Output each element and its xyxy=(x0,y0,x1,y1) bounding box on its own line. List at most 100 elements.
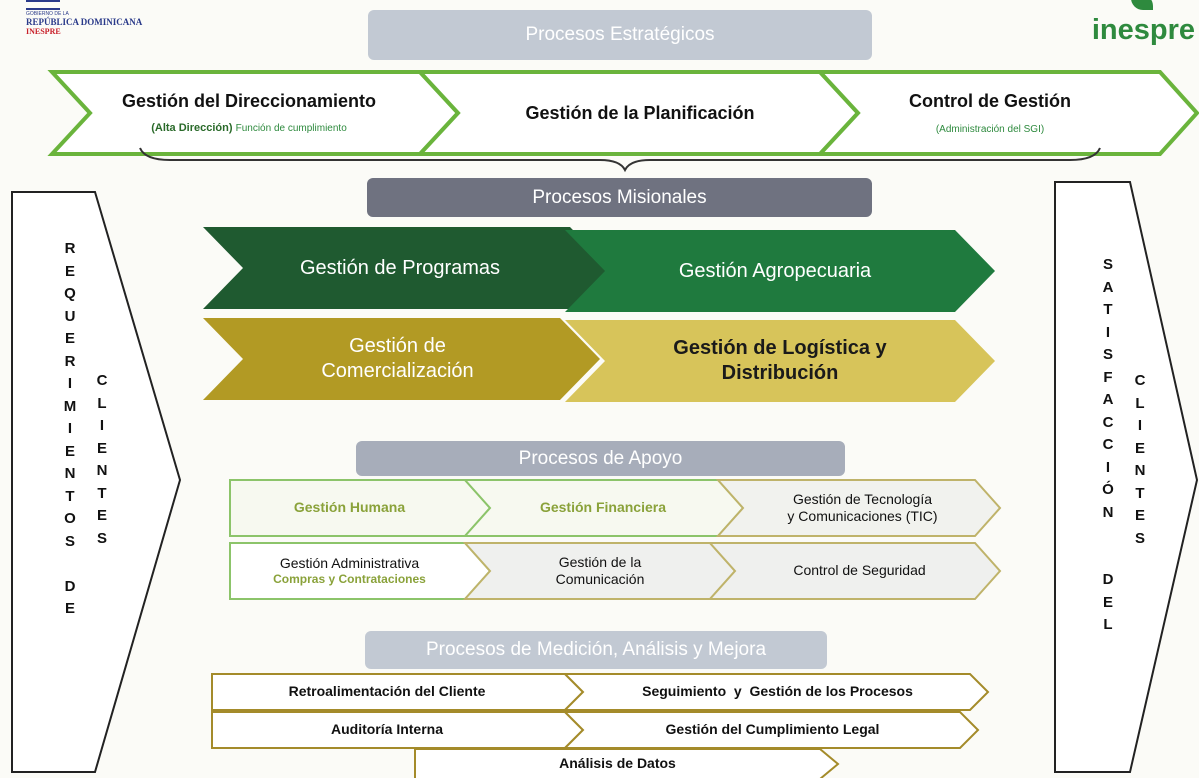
estrategico-2: Gestión de la Planificación xyxy=(460,76,820,150)
right-letter: I xyxy=(1105,323,1111,341)
estrategico-1: Gestión del Direccionamiento (Alta Direc… xyxy=(90,76,408,150)
right-arrow-col2: C L I E N T E S xyxy=(1130,372,1150,552)
left-letter: R xyxy=(64,240,76,257)
right-letter: N xyxy=(1134,462,1146,479)
left-letter: E xyxy=(96,439,107,457)
inespre-logo: inespre xyxy=(1080,0,1195,50)
right-letter xyxy=(1098,526,1118,549)
apoyo-2-line1: Gestión Financiera xyxy=(539,499,667,516)
left-letter: S xyxy=(96,529,107,547)
medicion-3: Auditoría Interna xyxy=(330,721,443,738)
estrategico-1-name: Gestión del Direccionamiento xyxy=(121,90,377,111)
left-letter: N xyxy=(64,465,76,482)
medicion-1: Retroalimentación del Cliente xyxy=(288,683,486,700)
left-big-arrow xyxy=(11,191,182,773)
left-letter: E xyxy=(64,442,75,460)
apoyo-chevron-3 xyxy=(715,479,1002,537)
left-letter: T xyxy=(65,487,75,505)
misionales-title: Procesos Misionales xyxy=(367,178,872,217)
medicion-chevron-4 xyxy=(562,711,980,749)
apoyo-6-line1: Control de Seguridad xyxy=(793,562,926,579)
right-letter: N xyxy=(1102,503,1114,521)
left-arrow-col1: R E Q U E R I M I E N T O S D E xyxy=(60,240,80,623)
right-letter: Ó xyxy=(1102,481,1114,498)
apoyo-5-line2: Comunicación xyxy=(555,571,645,587)
estrategico-chevron-3 xyxy=(815,70,1199,156)
left-letter: T xyxy=(97,484,107,502)
misional-chevron-1 xyxy=(203,227,610,309)
misional-2-line1: Gestión Agropecuaria xyxy=(678,259,872,282)
misional-2: Gestión Agropecuaria xyxy=(600,230,950,312)
medicion-chevron-2 xyxy=(562,673,990,711)
government-logo: GOBIERNO DE LA REPÚBLICA DOMINICANA INES… xyxy=(26,0,206,36)
right-letter: S xyxy=(1102,256,1113,273)
gov-line3: INESPRE xyxy=(26,27,61,36)
gov-line1: GOBIERNO DE LA xyxy=(26,11,69,17)
right-letter: C xyxy=(1134,372,1146,389)
left-letter: D xyxy=(64,577,76,595)
right-big-arrow xyxy=(1054,181,1199,773)
left-letter: M xyxy=(63,397,77,415)
right-letter: I xyxy=(1105,458,1111,476)
left-letter: E xyxy=(96,507,107,524)
left-letter: N xyxy=(96,462,108,479)
inespre-logo-text: inespre xyxy=(1091,14,1195,46)
right-letter: E xyxy=(1134,439,1145,457)
left-letter: C xyxy=(96,372,108,389)
right-letter: T xyxy=(1135,484,1145,502)
left-letter: E xyxy=(64,600,75,617)
apoyo-2: Gestión Financiera xyxy=(488,480,718,536)
right-letter: S xyxy=(1102,346,1113,363)
apoyo-6: Control de Seguridad xyxy=(737,543,982,599)
apoyo-3: Gestión de Tecnología y Comunicaciones (… xyxy=(745,480,980,536)
right-letter: C xyxy=(1102,436,1114,453)
apoyo-4: Gestión Administrativa Compras y Contrat… xyxy=(232,543,467,599)
apoyo-3-line1: Gestión de Tecnología xyxy=(792,490,933,507)
right-letter: C xyxy=(1102,413,1114,431)
right-letter: S xyxy=(1134,529,1145,547)
coat-of-arms-icon xyxy=(26,0,60,10)
apoyo-4-line1: Gestión Administrativa xyxy=(279,554,420,571)
apoyo-5-line1: Gestión de la xyxy=(558,553,642,570)
estrategico-2-name: Gestión de la Planificación xyxy=(525,102,755,123)
estrategico-1-sub-green: Función de cumplimiento xyxy=(235,123,347,135)
right-letter xyxy=(1098,549,1118,572)
left-letter: E xyxy=(64,262,75,280)
medicion-title: Procesos de Medición, Análisis y Mejora xyxy=(365,631,827,669)
right-letter: T xyxy=(1103,301,1113,318)
left-letter: I xyxy=(99,417,105,434)
apoyo-3-line2: y Comunicaciones (TIC) xyxy=(787,508,938,524)
right-letter: L xyxy=(1135,394,1145,412)
left-letter: I xyxy=(67,420,73,437)
right-letter: A xyxy=(1102,278,1114,296)
estrategico-1-sub: (Alta Dirección) Función de cumplimiento xyxy=(151,122,347,136)
apoyo-title: Procesos de Apoyo xyxy=(356,441,845,476)
medicion-4: Gestión del Cumplimiento Legal xyxy=(665,721,880,738)
estrategico-1-sub-bold: (Alta Dirección) xyxy=(151,122,233,135)
left-letter xyxy=(60,555,80,578)
misional-4: Gestión de Logística y Distribución xyxy=(600,320,960,402)
left-letter: L xyxy=(97,394,107,412)
estrategicos-title: Procesos Estratégicos xyxy=(368,10,872,60)
apoyo-5: Gestión de la Comunicación xyxy=(490,543,710,599)
left-letter: S xyxy=(64,532,75,550)
apoyo-4-line2: Compras y Contrataciones xyxy=(273,572,426,587)
left-letter: Q xyxy=(64,285,76,302)
right-letter: F xyxy=(1103,368,1113,386)
right-letter: L xyxy=(1103,616,1113,633)
right-letter: E xyxy=(1102,593,1113,611)
medicion-5: Análisis de Datos xyxy=(559,755,676,772)
misional-1-line1: Gestión de Programas xyxy=(299,256,501,279)
misional-4-line2: Distribución xyxy=(721,362,839,384)
leaf-icon xyxy=(1131,0,1153,10)
right-letter: I xyxy=(1137,417,1143,434)
gov-line2: REPÚBLICA DOMINICANA xyxy=(26,17,143,27)
left-letter: I xyxy=(67,375,73,392)
misional-chevron-4 xyxy=(565,320,995,402)
misional-chevron-3 xyxy=(203,318,600,400)
apoyo-chevron-6 xyxy=(707,542,1002,600)
right-letter: A xyxy=(1102,391,1114,408)
estrategico-3-sub: (Administración del SGI) xyxy=(935,124,1045,135)
misional-chevron-2 xyxy=(565,230,995,312)
